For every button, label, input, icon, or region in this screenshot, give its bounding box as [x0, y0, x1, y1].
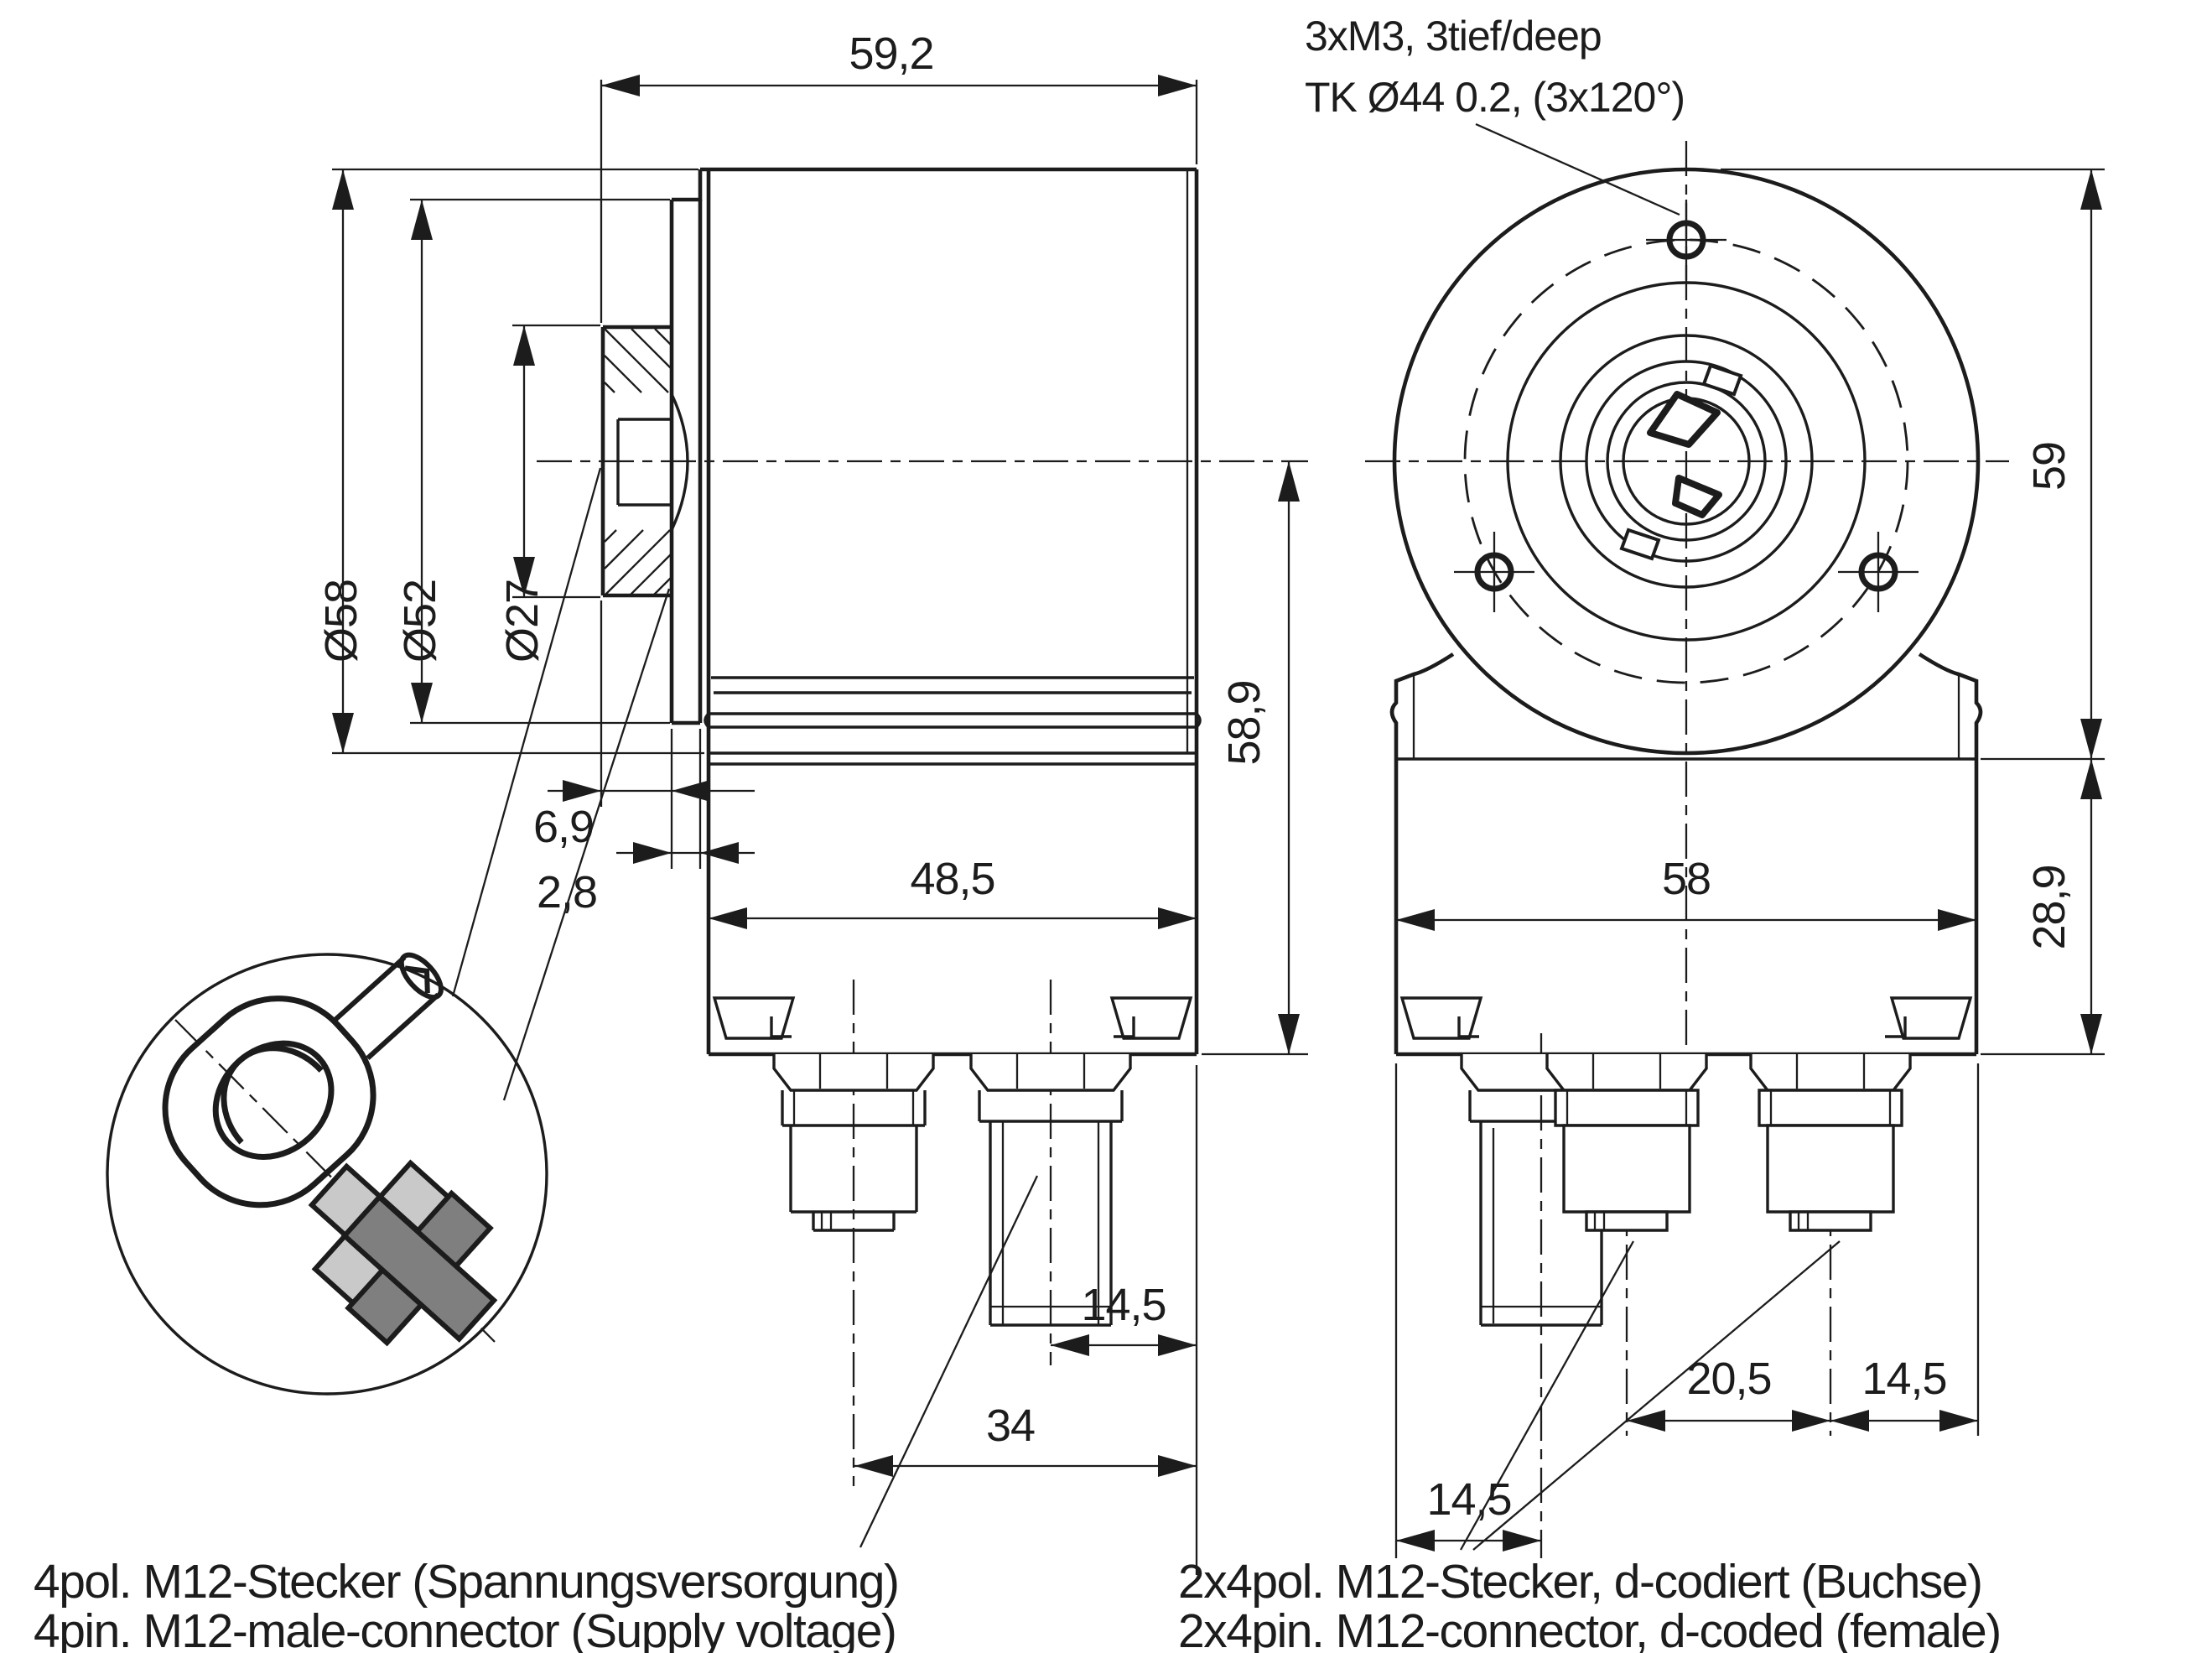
flange-circle — [1392, 167, 1981, 756]
dim-dia-clamp: Ø27 — [497, 324, 600, 663]
dim-front-right-offset: 14,5 — [1830, 1063, 1980, 1436]
dim-center-to-bottom-value: 58,9 — [1219, 680, 1270, 765]
signal-leader-2 — [1472, 1240, 1841, 1551]
front-view — [1365, 141, 2009, 1558]
dim-front-width-value: 58 — [1662, 854, 1711, 904]
supply-label-en: 4pin. M12-male-connector (Supply voltage… — [34, 1604, 896, 1653]
coupling-cross-dark — [340, 1189, 498, 1347]
collet-wedge-top — [1647, 391, 1721, 448]
clamp-hatch-top — [604, 328, 672, 393]
collet-notch-ur — [1701, 363, 1743, 397]
dim-front-spacing-value: 20,5 — [1686, 1354, 1771, 1404]
dim-body-width-value: 48,5 — [910, 854, 994, 904]
front-female-connector-2 — [1749, 1054, 1912, 1232]
dim-dia-housing: Ø58 — [316, 168, 704, 755]
side-view — [537, 167, 1308, 1486]
dim-front-width: 58 — [1396, 854, 1976, 931]
mounting-screw-left — [1454, 532, 1534, 612]
dim-front-left-offset: 14,5 — [1394, 1063, 1541, 1558]
side-tab-right — [1109, 996, 1193, 1040]
signal-label-en: 2x4pin. M12-connector, d-coded (female) — [1178, 1604, 2001, 1653]
front-shoulder-left — [1389, 652, 1455, 759]
signal-label-de: 2x4pol. M12-Stecker, d-codiert (Buchse) — [1178, 1555, 1981, 1609]
bolt-circle — [1463, 238, 1909, 684]
mounting-screw-top — [1646, 200, 1727, 280]
dim-overall-width: 59,2 — [600, 29, 1198, 323]
dim-front-right-offset-value: 14,5 — [1862, 1354, 1946, 1404]
thread-note-leader — [1475, 122, 1680, 216]
front-tab-left — [1399, 996, 1483, 1040]
detail-bubble — [106, 467, 671, 1396]
dim-front-lower-height-value: 28,9 — [2024, 865, 2074, 949]
collet-wedge-bottom — [1672, 475, 1722, 518]
dim-front-spacing: 20,5 — [1627, 1354, 1830, 1432]
thread-note-line2: TK Ø44 0.2, (3x120°) — [1305, 74, 1685, 121]
side-tab-left — [712, 996, 796, 1040]
dim-dia-housing-value: Ø58 — [316, 580, 366, 663]
thread-note: 3xM3, 3tief/deep TK Ø44 0.2, (3x120°) — [1305, 13, 1685, 216]
dim-overall-width-value: 59,2 — [849, 29, 933, 79]
dim-dia-pilot-value: Ø52 — [395, 580, 445, 663]
detail-leader-1 — [451, 467, 602, 997]
dim-dia-pilot: Ø52 — [395, 198, 670, 725]
signal-leader-1 — [1459, 1240, 1635, 1551]
supply-leader — [859, 1175, 1039, 1548]
collet-notch-ll — [1619, 528, 1661, 561]
clamp-hatch-bottom — [604, 529, 672, 596]
thread-note-line1: 3xM3, 3tief/deep — [1305, 13, 1602, 60]
mounting-screw-right — [1838, 532, 1919, 612]
dim-connector-center-value: 34 — [986, 1401, 1035, 1451]
dim-center-to-bottom: 58,9 — [1202, 461, 1308, 1056]
dim-front-upper-height-value: 59 — [2024, 442, 2074, 491]
detail-leader-2 — [502, 588, 671, 1101]
front-tab-right — [1885, 996, 1973, 1040]
dim-connector-center: 34 — [854, 1401, 1197, 1477]
detail-circle — [106, 953, 548, 1396]
supply-label-de: 4pol. M12-Stecker (Spannungsversorgung) — [34, 1555, 898, 1609]
clamp-ring-sketch — [162, 952, 444, 1209]
dim-front-upper-height: 59 — [1721, 168, 2105, 761]
side-connector-nuts — [772, 1054, 1132, 1092]
side-female-connector — [781, 1090, 927, 1232]
dim-clamp-protrusion: 6,9 — [533, 600, 755, 869]
front-shoulder-right — [1918, 652, 1983, 759]
dim-dia-clamp-value: Ø27 — [497, 580, 548, 663]
dim-flange-thickness: 2,8 — [537, 729, 755, 917]
dim-clamp-protrusion-value: 6,9 — [533, 802, 594, 852]
supply-connector-label: 4pol. M12-Stecker (Spannungsversorgung) … — [34, 1555, 900, 1653]
dim-body-width: 48,5 — [709, 854, 1197, 929]
dim-connector-edge: 14,5 — [1051, 1065, 1198, 1575]
signal-connector-label: 2x4pol. M12-Stecker, d-codiert (Buchse) … — [1178, 1555, 2002, 1653]
side-male-connector — [978, 1090, 1124, 1327]
dim-front-lower-height: 28,9 — [1981, 759, 2105, 1056]
dim-connector-edge-value: 14,5 — [1081, 1280, 1166, 1330]
dim-flange-thickness-value: 2,8 — [537, 867, 597, 917]
front-female-connector-1 — [1545, 1054, 1708, 1232]
